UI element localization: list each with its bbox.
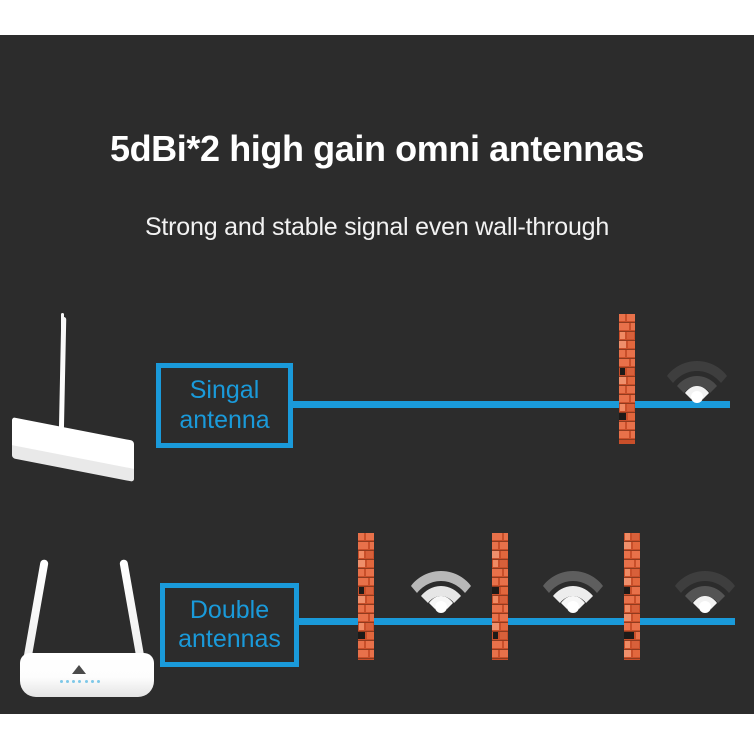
router-led-indicators (60, 680, 100, 683)
signal-line-row1 (292, 401, 730, 408)
label-line-1: Singal (189, 376, 260, 404)
single-antenna-router (12, 313, 144, 492)
brick-wall-icon (358, 533, 374, 660)
dark-panel: 5dBi*2 high gain omni antennas Strong an… (0, 35, 754, 714)
wifi-icon (674, 563, 736, 613)
wifi-icon (542, 563, 604, 613)
router-antenna-right (119, 559, 145, 661)
label-box-single-antenna: Singal antenna (156, 363, 293, 448)
router-body (20, 653, 154, 697)
label-box-double-antennas: Double antennas (160, 583, 299, 667)
router-antenna (58, 317, 67, 439)
wifi-icon (410, 563, 472, 613)
brick-wall-icon (619, 314, 635, 444)
label-line-1: Double (189, 595, 270, 624)
label-line-2: antenna (179, 405, 270, 434)
page-subtitle: Strong and stable signal even wall-throu… (144, 213, 610, 241)
wifi-icon (666, 353, 728, 403)
brick-wall-icon (624, 533, 640, 660)
brick-wall-icon (492, 533, 508, 660)
label-line-2: antennas (178, 625, 281, 653)
router-logo-icon (72, 665, 86, 674)
router-antenna-left (23, 559, 49, 661)
signal-line-row2 (298, 618, 735, 625)
double-antenna-router (12, 553, 162, 703)
page-title: 5dBi*2 high gain omni antennas (109, 128, 645, 169)
